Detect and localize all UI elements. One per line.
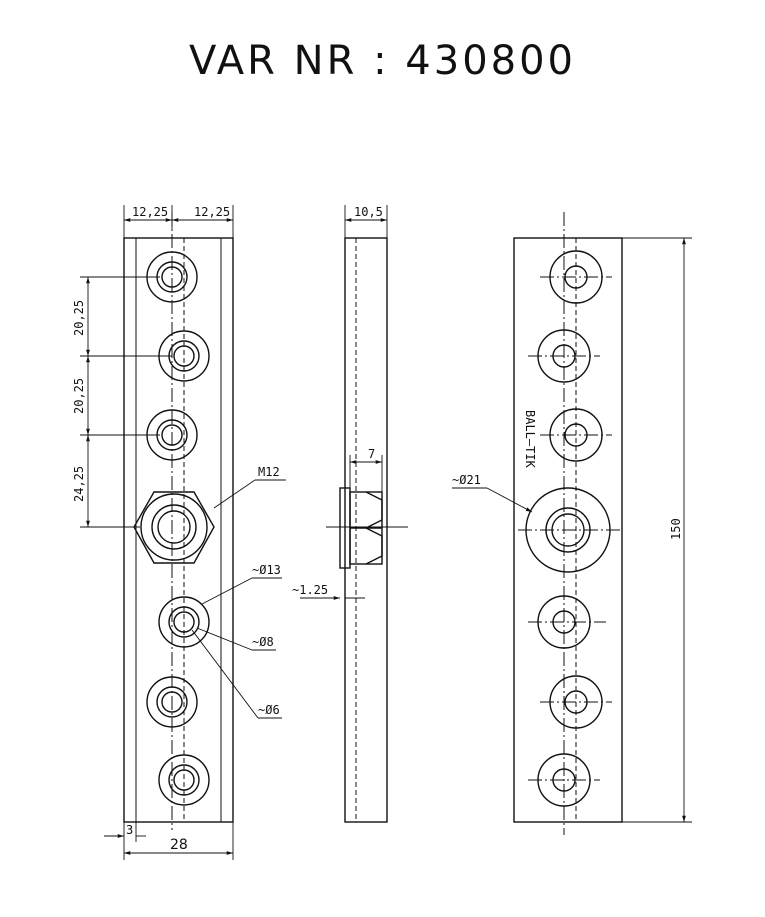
front-view: 12,25 12,25 20,25 20,25 24,25 M12 ~Ø13 ~… [72, 205, 286, 860]
dim-width: 28 [170, 837, 188, 853]
back-hole [540, 250, 612, 304]
dim-spacing-1: 20,25 [72, 300, 86, 336]
back-view: BALL–TIK ~Ø21 150 [452, 212, 692, 835]
side-plate-outline [344, 237, 388, 823]
dim-spacing-3: 24,25 [72, 466, 86, 502]
brand-label: BALL–TIK [523, 410, 537, 469]
back-large-hole [518, 487, 622, 573]
dim-thickness: 10,5 [354, 205, 383, 219]
thread-label: M12 [258, 465, 280, 479]
dim-offset: ~1.25 [292, 583, 328, 597]
front-hole [146, 676, 198, 728]
dia-outer-label: ~Ø13 [252, 563, 281, 577]
front-hole [158, 596, 210, 648]
dim-edge: 3 [126, 823, 133, 837]
back-plate-outline [513, 237, 623, 823]
front-plate-outline [123, 237, 234, 823]
front-hole [158, 754, 210, 806]
back-hole [540, 675, 612, 729]
dim-top-left: 12,25 [132, 205, 168, 219]
back-hole [528, 329, 600, 383]
back-hole [540, 408, 612, 462]
dim-length: 150 [669, 518, 683, 540]
dia-inner-label: ~Ø6 [258, 703, 280, 717]
side-nut [339, 487, 383, 569]
side-view: 10,5 7 ~1.25 [292, 205, 408, 823]
back-hole [528, 595, 606, 649]
dim-spacing-2: 20,25 [72, 378, 86, 414]
dim-top-right: 12,25 [194, 205, 230, 219]
drawing-title: VAR NR : 430800 [189, 38, 576, 84]
dia-mid-label: ~Ø8 [252, 635, 274, 649]
front-hex-nut [133, 491, 215, 564]
back-hole [528, 753, 600, 807]
dim-nut: 7 [368, 447, 375, 461]
dia-large-label: ~Ø21 [452, 473, 481, 487]
